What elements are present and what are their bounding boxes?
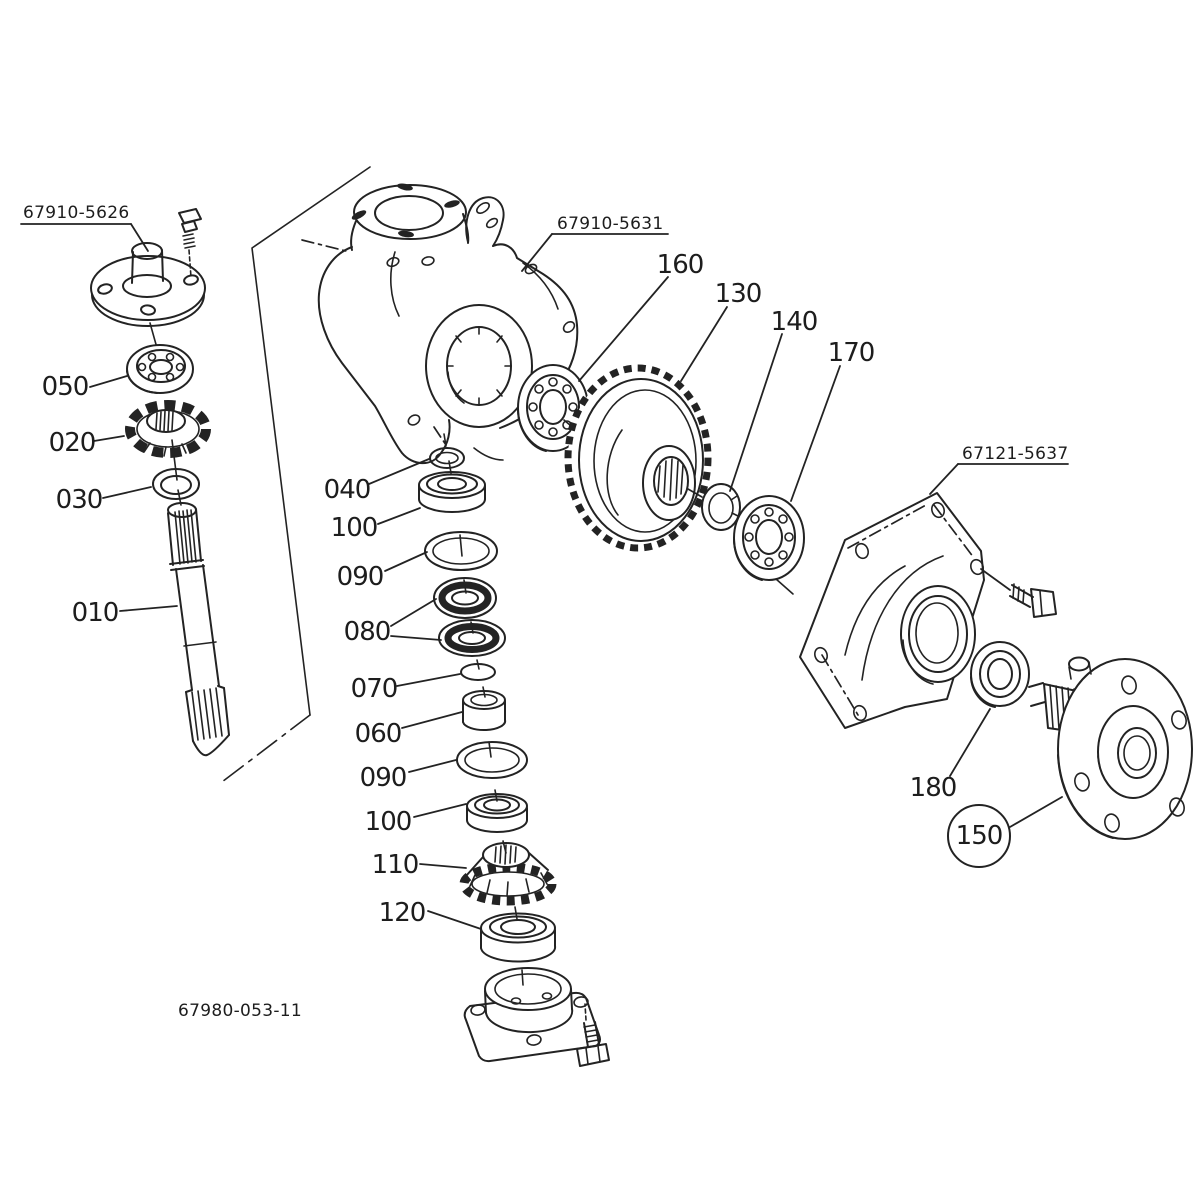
leader-line-120 bbox=[427, 910, 482, 930]
leader-line-090 bbox=[384, 551, 428, 572]
leader-line-080 bbox=[390, 598, 437, 627]
callout-020: 020 bbox=[49, 428, 96, 458]
leader-line-140 bbox=[729, 333, 783, 492]
callout-130: 130 bbox=[715, 279, 762, 309]
part-snap-ring-090-lower bbox=[456, 741, 528, 779]
part-snap-ring-140 bbox=[701, 483, 741, 531]
callout-090: 090 bbox=[337, 562, 384, 592]
leader-line-160 bbox=[578, 276, 669, 382]
leader-line-090 bbox=[408, 759, 457, 773]
callout-140: 140 bbox=[771, 307, 818, 337]
construction-lines bbox=[221, 166, 447, 783]
callout-060: 060 bbox=[355, 719, 402, 749]
callout-170: 170 bbox=[828, 338, 875, 368]
part-bearing-120 bbox=[480, 906, 557, 963]
part-snap-ring-040 bbox=[429, 433, 465, 469]
callout-110: 110 bbox=[372, 850, 419, 880]
callout-180: 180 bbox=[910, 773, 957, 803]
leader-line-180 bbox=[949, 708, 991, 777]
annotations-layer: 010 020 030 040 050 060 070 080 090 090 100 100 110 1… bbox=[20, 203, 1069, 1021]
callout-100: 100 bbox=[365, 807, 412, 837]
part-number-67980-053-11: 67980-053-11 bbox=[178, 1001, 302, 1021]
leader-line-040 bbox=[368, 458, 430, 485]
callout-010: 010 bbox=[72, 598, 119, 628]
leader-line-170 bbox=[790, 365, 841, 502]
part-bolt-bottom bbox=[576, 1003, 610, 1067]
leader-line-010 bbox=[119, 605, 178, 612]
leader-line-070 bbox=[396, 673, 461, 687]
part-ring-070 bbox=[460, 659, 496, 681]
part-bolt-right bbox=[980, 568, 1057, 618]
callout-150-highlighted: 150 bbox=[956, 821, 1003, 851]
part-seal-080-upper bbox=[433, 577, 497, 619]
part-number-67910-5626: 67910-5626 bbox=[23, 203, 129, 223]
leader-line-150 bbox=[1009, 796, 1063, 828]
leader-line-67121-5637 bbox=[929, 463, 959, 495]
part-number-67121-5637: 67121-5637 bbox=[962, 444, 1068, 464]
part-collar-060 bbox=[462, 686, 507, 732]
part-bearing-170 bbox=[733, 495, 805, 595]
callout-160: 160 bbox=[657, 250, 704, 280]
part-bolt-top-left bbox=[178, 208, 202, 278]
part-shaft-010 bbox=[167, 502, 230, 757]
leader-line-100 bbox=[413, 803, 467, 818]
callout-080: 080 bbox=[344, 617, 391, 647]
leader-line-020 bbox=[93, 435, 125, 442]
callout-030: 030 bbox=[56, 485, 103, 515]
part-wheel-hub-150 bbox=[1057, 656, 1193, 840]
callout-090: 090 bbox=[360, 763, 407, 793]
leader-line-050 bbox=[89, 375, 128, 388]
part-bearing-100-upper bbox=[418, 460, 486, 513]
part-seal-080-lower bbox=[438, 619, 506, 657]
part-cover-67121-5637 bbox=[799, 492, 985, 729]
part-seal-180 bbox=[970, 641, 1030, 708]
highlight-circle bbox=[947, 804, 1011, 868]
part-bearing-100-lower bbox=[466, 789, 528, 833]
part-cover-67910-5626 bbox=[90, 242, 206, 349]
callout-040: 040 bbox=[324, 475, 371, 505]
part-bearing-050 bbox=[126, 344, 194, 394]
leader-line-100 bbox=[377, 507, 421, 525]
callout-050: 050 bbox=[42, 372, 89, 402]
leader-line-67910-5626 bbox=[130, 223, 149, 252]
leader-line-67910-5631 bbox=[521, 233, 553, 272]
callout-120: 120 bbox=[379, 898, 426, 928]
part-bottom-flange bbox=[463, 967, 601, 1063]
leader-line-130 bbox=[680, 306, 728, 382]
part-gear-130 bbox=[564, 364, 712, 552]
leader-line-060 bbox=[401, 711, 463, 729]
part-snap-ring-090-upper bbox=[424, 531, 498, 571]
part-snap-ring-030 bbox=[152, 468, 200, 506]
leader-line-110 bbox=[419, 863, 467, 869]
callout-070: 070 bbox=[351, 674, 398, 704]
part-number-67910-5631: 67910-5631 bbox=[557, 214, 663, 234]
leader-line-030 bbox=[102, 486, 152, 499]
leader-line-080 bbox=[390, 635, 442, 641]
part-gear-020 bbox=[125, 400, 211, 481]
part-bevel-gear-110 bbox=[459, 840, 557, 906]
callout-100: 100 bbox=[331, 513, 378, 543]
